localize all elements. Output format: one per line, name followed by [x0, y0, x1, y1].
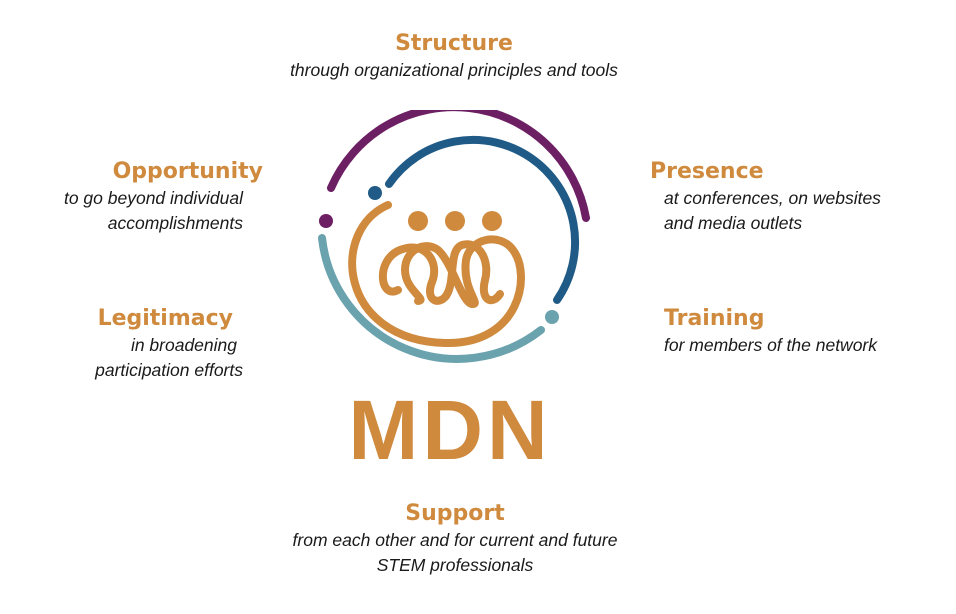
mdn-logo-icon: MDN [318, 110, 590, 470]
legitimacy-description-line: in broadening [130, 335, 237, 355]
navy-dot [368, 186, 382, 200]
orange-loop-middle [442, 240, 504, 305]
teal-dot [545, 310, 559, 324]
orange-dot-middle [445, 211, 465, 231]
support-title: Support [405, 501, 505, 526]
presence-description: at conferences, on websites and media ou… [650, 186, 930, 236]
opportunity-description-line: to go beyond individual [63, 188, 243, 208]
legitimacy-title: Legitimacy [97, 306, 233, 331]
purple-dot [319, 214, 333, 228]
teal-arc [318, 234, 545, 363]
opportunity-title: Opportunity [112, 159, 263, 184]
training-description-line: for members of the network [664, 335, 877, 355]
support-description-line: from each other and for current and futu… [292, 530, 618, 550]
legitimacy-description-line: participation efforts [95, 360, 243, 380]
opportunity-description: to go beyond individual accomplishments [20, 186, 263, 236]
orange-dot-left [408, 211, 428, 231]
legitimacy-block: Legitimacy in broadening participation e… [20, 305, 243, 383]
legitimacy-description: in broadening participation efforts [20, 333, 243, 383]
structure-description-line: through organizational principles and to… [290, 60, 618, 80]
presence-description-line: at conferences, on websites [664, 188, 881, 208]
opportunity-block: Opportunity to go beyond individual acco… [20, 158, 263, 236]
training-description: for members of the network [664, 333, 944, 358]
structure-title: Structure [395, 31, 513, 56]
support-description: from each other and for current and futu… [0, 528, 910, 578]
orange-dot-right [482, 211, 502, 231]
structure-block: Structure through organizational princip… [0, 30, 908, 83]
support-block: Support from each other and for current … [0, 500, 910, 578]
purple-arc [327, 110, 590, 222]
logo-wordmark: MDN [348, 383, 551, 470]
support-description-line: STEM professionals [376, 555, 534, 575]
presence-block: Presence at conferences, on websites and… [650, 158, 930, 236]
presence-title: Presence [650, 159, 764, 184]
training-title: Training [664, 306, 765, 331]
presence-description-line: and media outlets [664, 213, 803, 233]
opportunity-description-line: accomplishments [107, 213, 243, 233]
training-block: Training for members of the network [664, 305, 944, 358]
navy-arc [385, 135, 579, 304]
orange-loop-left [378, 243, 450, 305]
structure-description: through organizational principles and to… [0, 58, 908, 83]
